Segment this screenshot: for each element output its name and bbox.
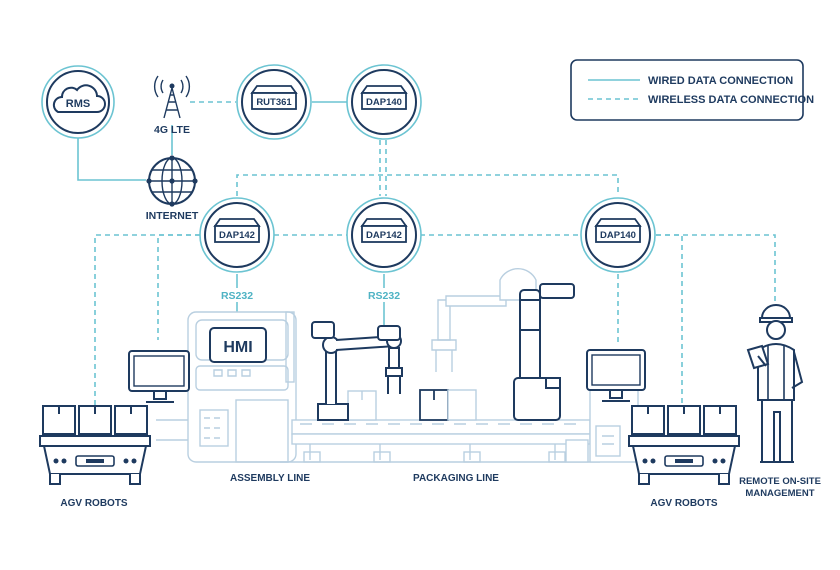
monitor-icon [128, 350, 190, 403]
rms-label: RMS [66, 98, 90, 110]
agv-left [39, 405, 151, 485]
hmi-panel: HMI [209, 327, 267, 377]
rut361-label: RUT361 [256, 97, 292, 108]
legend-wired-label: WIRED DATA CONNECTION [648, 75, 793, 87]
cloud-icon [52, 84, 106, 113]
rs232-center-label: RS232 [368, 290, 400, 302]
legend-wireless-label: WIRELESS DATA CONNECTION [648, 94, 814, 106]
box-icon [347, 390, 377, 421]
wired-rms-internet [77, 135, 146, 181]
dap142-left-label: DAP142 [219, 230, 255, 241]
rms-node: RMS [41, 65, 115, 139]
box-icon [631, 405, 665, 435]
dap140-right-node: DAP140 [580, 197, 656, 273]
conveyor-boxes [347, 389, 477, 421]
globe-icon [146, 155, 198, 207]
robot-arm-icon [431, 268, 575, 421]
router-icon [360, 85, 408, 110]
agv-left-label: AGV ROBOTS [60, 498, 128, 509]
remote-label-line1: REMOTE ON-SITE [739, 476, 821, 487]
lte-label: 4G LTE [154, 124, 190, 136]
agv-right-label: AGV ROBOTS [650, 498, 718, 509]
dap140-top-label: DAP140 [366, 97, 402, 108]
router-icon [594, 218, 642, 243]
box-icon [703, 405, 737, 435]
dap142-center-node: DAP142 [346, 197, 422, 273]
antenna-icon [153, 75, 191, 119]
remote-label-line2: MANAGEMENT [745, 488, 814, 499]
legend-box [570, 59, 804, 121]
hmi-label: HMI [223, 339, 252, 356]
agv-right [628, 405, 740, 485]
conveyor [280, 419, 600, 463]
box-icon [42, 405, 76, 435]
box-icon [419, 389, 449, 421]
router-icon [213, 218, 261, 243]
internet-node: INTERNET [146, 155, 199, 222]
box-icon [447, 389, 477, 421]
monitor-icon [586, 349, 646, 402]
rut361-node: RUT361 [236, 64, 312, 140]
internet-label: INTERNET [146, 210, 199, 222]
wireless-dap140-worker [656, 234, 776, 308]
box-icon [114, 405, 148, 435]
dap140-right-label: DAP140 [600, 230, 636, 241]
router-icon [250, 85, 298, 110]
hmi-screen [209, 327, 267, 363]
wireless-distribution [236, 174, 619, 196]
packaging-line-label: PACKAGING LINE [413, 473, 499, 484]
wireless-dap140-agv-right [656, 234, 683, 410]
rs232-left-label: RS232 [221, 290, 253, 302]
dap142-left-node: DAP142 [199, 197, 275, 273]
box-icon [78, 405, 112, 435]
legend: WIRED DATA CONNECTION WIRELESS DATA CONN… [570, 59, 814, 121]
dap140-top-node: DAP140 [346, 64, 422, 140]
router-icon [360, 218, 408, 243]
worker-icon [746, 304, 804, 463]
wireless-dap142-monitor-left [157, 234, 200, 340]
robot-arm-icon [311, 321, 403, 421]
assembly-line-label: ASSEMBLY LINE [230, 473, 310, 484]
dap142-center-label: DAP142 [366, 230, 402, 241]
lte-node: 4G LTE [153, 75, 191, 136]
box-icon [667, 405, 701, 435]
